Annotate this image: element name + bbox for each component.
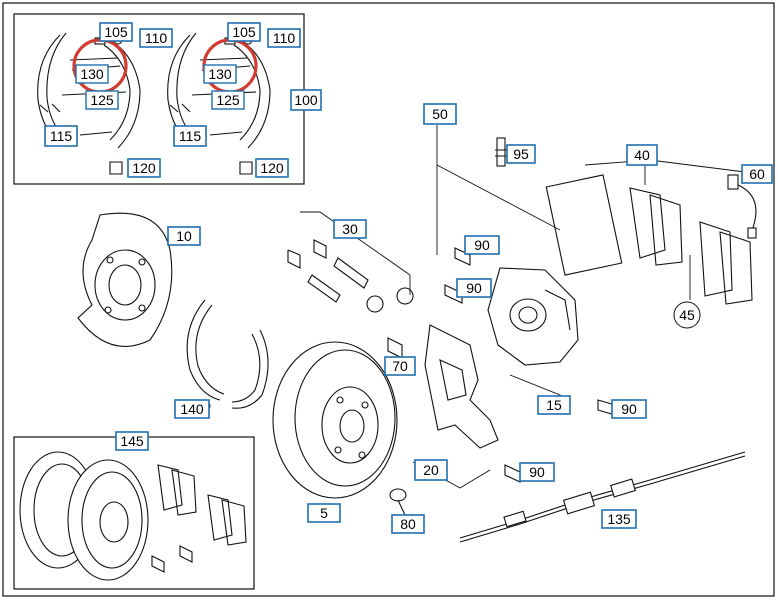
carrier-bolt xyxy=(387,337,403,359)
callout-c120b: 120 xyxy=(255,158,289,178)
callout-number: 125 xyxy=(216,92,240,108)
callout-c45: 45 xyxy=(673,301,701,329)
callout-number: 30 xyxy=(342,221,358,237)
callout-c40: 40 xyxy=(626,144,658,166)
callout-c70: 70 xyxy=(384,356,416,376)
callout-c110b: 110 xyxy=(267,28,301,48)
callout-number: 15 xyxy=(546,397,562,413)
callout-c125b: 125 xyxy=(211,90,245,110)
wear-sensor xyxy=(727,174,757,239)
callout-number: 90 xyxy=(466,280,482,296)
callout-c95: 95 xyxy=(506,144,536,164)
callout-c30: 30 xyxy=(333,219,367,239)
callout-number: 130 xyxy=(208,66,232,82)
brake-caliper xyxy=(487,267,579,366)
disc-screw xyxy=(389,488,407,516)
callout-number: 60 xyxy=(749,166,765,182)
callout-c135: 135 xyxy=(601,509,637,529)
brake-pad-set xyxy=(545,159,753,305)
callout-number: 80 xyxy=(400,516,416,532)
callout-number: 140 xyxy=(180,401,204,417)
guide-pin-set xyxy=(287,211,414,313)
callout-c10: 10 xyxy=(167,226,201,246)
callout-number: 5 xyxy=(320,505,328,521)
callout-c60: 60 xyxy=(741,164,773,184)
brake-disc xyxy=(272,341,398,499)
callout-number: 105 xyxy=(232,24,256,40)
callout-number: 90 xyxy=(621,401,637,417)
disc-and-pad-kit xyxy=(13,436,255,590)
callout-c90a: 90 xyxy=(464,235,500,255)
callout-c50: 50 xyxy=(423,103,457,125)
callout-number: 120 xyxy=(132,160,156,176)
callout-number: 110 xyxy=(145,30,168,46)
callout-c80: 80 xyxy=(391,514,425,534)
callout-number: 20 xyxy=(423,462,439,478)
callout-c90d: 90 xyxy=(519,462,555,482)
callout-c20: 20 xyxy=(414,459,448,481)
callout-c105a: 105 xyxy=(99,22,133,42)
callout-number: 135 xyxy=(607,511,631,527)
callout-c130a: 130 xyxy=(75,64,109,84)
callout-c115b: 115 xyxy=(173,125,207,147)
callout-number: 130 xyxy=(80,66,104,82)
caliper-carrier xyxy=(424,324,499,449)
callout-number: 115 xyxy=(50,128,73,144)
callout-c145: 145 xyxy=(115,431,149,451)
callout-number: 40 xyxy=(634,147,650,163)
callout-c120a: 120 xyxy=(127,158,161,178)
callout-c90b: 90 xyxy=(456,278,492,298)
callout-number: 145 xyxy=(120,433,144,449)
callout-number: 50 xyxy=(432,106,448,122)
backing-plate xyxy=(77,212,173,347)
callout-c140: 140 xyxy=(174,399,210,419)
callout-c115a: 115 xyxy=(44,125,78,147)
callout-c5: 5 xyxy=(307,503,341,523)
parking-brake-shoes xyxy=(186,299,269,410)
callout-number: 105 xyxy=(104,24,128,40)
callout-number: 70 xyxy=(392,358,408,374)
parking-brake-cable xyxy=(459,451,746,543)
callout-number: 115 xyxy=(179,128,202,144)
callout-number: 110 xyxy=(273,30,296,46)
callout-number: 100 xyxy=(294,92,318,108)
callout-c90c: 90 xyxy=(611,399,647,419)
callout-number: 90 xyxy=(529,464,545,480)
callout-c15: 15 xyxy=(537,395,571,415)
callout-c105b: 105 xyxy=(227,22,261,42)
callout-c100: 100 xyxy=(290,89,322,111)
callout-number: 10 xyxy=(176,228,192,244)
bleed-screw xyxy=(495,137,507,167)
callout-number: 120 xyxy=(260,160,284,176)
callout-number: 45 xyxy=(679,307,695,323)
callout-c125a: 125 xyxy=(85,90,119,110)
callout-number: 90 xyxy=(474,237,490,253)
callout-number: 125 xyxy=(90,92,114,108)
callout-number: 95 xyxy=(513,146,529,162)
callout-c130b: 130 xyxy=(203,64,237,84)
callout-c110a: 110 xyxy=(139,28,173,48)
